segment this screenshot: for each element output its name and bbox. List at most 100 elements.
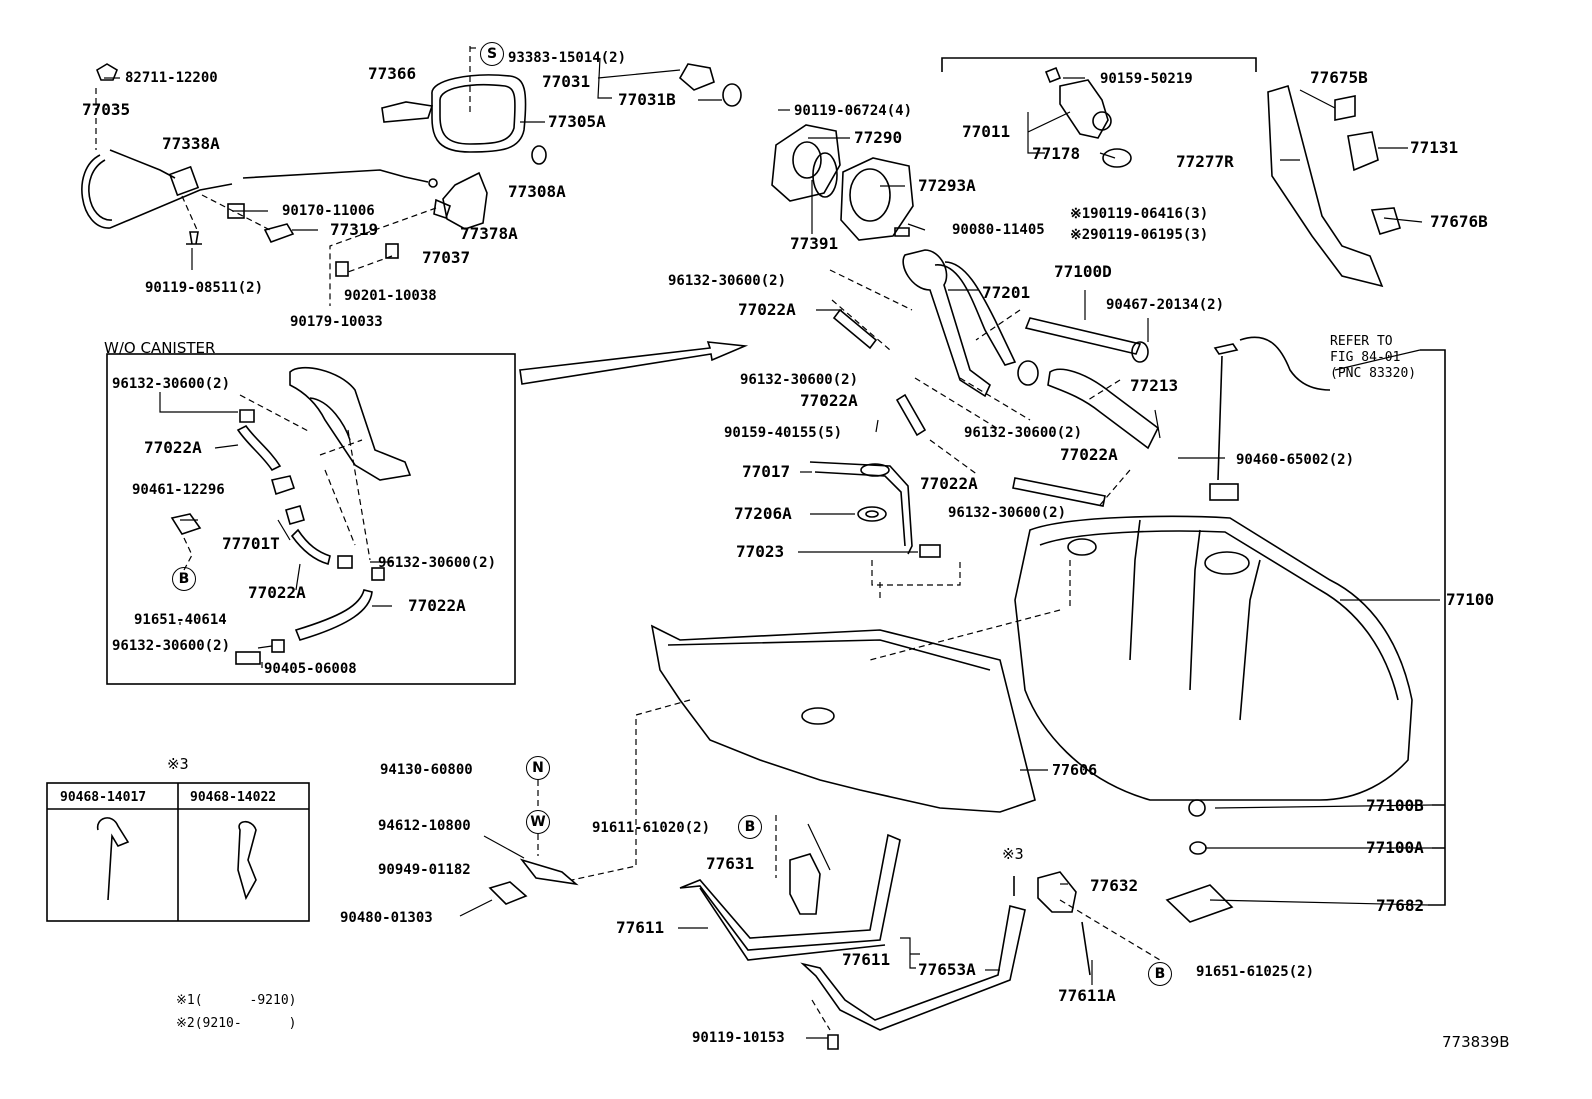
circle-s-icon: S <box>480 42 504 66</box>
label-77213: 77213 <box>1130 376 1179 395</box>
table-header-2: 90468-14022 <box>190 790 277 805</box>
figure-code: 773839B <box>1442 1033 1510 1051</box>
label-96132-30600-f: 96132-30600(2) <box>378 555 497 571</box>
footnote-1: ※1( -9210) <box>176 993 297 1008</box>
label-77022A-b: 77022A <box>800 391 858 410</box>
label-90949-01182: 90949-01182 <box>378 862 471 878</box>
label-77100B: 77100B <box>1366 796 1424 815</box>
dashed-guides <box>95 46 1161 1031</box>
table-clips <box>96 817 257 901</box>
label-77277R: 77277R <box>1176 152 1234 171</box>
label-93383-15014: 93383-15014(2) <box>508 50 627 66</box>
label-77031B: 77031B <box>618 90 676 109</box>
table-mark: ※3 <box>167 755 189 773</box>
label-77338A: 77338A <box>162 134 220 153</box>
label-mark-3: ※3 <box>1002 845 1024 863</box>
label-77206A: 77206A <box>734 504 792 523</box>
label-77023: 77023 <box>736 542 785 561</box>
sender-gauge <box>1209 336 1331 501</box>
filler-bracket <box>941 57 1257 72</box>
label-77037: 77037 <box>422 248 471 267</box>
label-77632: 77632 <box>1090 876 1139 895</box>
transfer-arrow <box>519 341 749 385</box>
label-77675B: 77675B <box>1310 68 1368 87</box>
label-96132-30600-b: 96132-30600(2) <box>740 372 859 388</box>
label-96132-30600-d: 96132-30600(2) <box>948 505 1067 521</box>
label-94130-60800: 94130-60800 <box>380 762 473 778</box>
label-77653A: 77653A <box>918 960 976 979</box>
label-77100A: 77100A <box>1366 838 1424 857</box>
label-91611-61020: 91611-61020(2) <box>592 820 711 836</box>
fuel-lid-parts <box>381 63 742 230</box>
refer-line-2: FIG 84-01 <box>1330 350 1401 365</box>
label-90119-10153: 90119-10153 <box>692 1030 785 1046</box>
label-90179-10033: 90179-10033 <box>290 314 383 330</box>
label-77201: 77201 <box>982 283 1031 302</box>
label-96132-30600-a: 96132-30600(2) <box>668 273 787 289</box>
refer-line-3: (PNC 83320) <box>1330 366 1417 381</box>
label-90159-50219: 90159-50219 <box>1100 71 1193 87</box>
straps <box>679 833 1091 1050</box>
pump-bracket <box>1267 84 1401 288</box>
label-77293A: 77293A <box>918 176 976 195</box>
label-77611-b: 77611 <box>842 950 891 969</box>
label-90170-11006: 90170-11006 <box>282 203 375 219</box>
label-90460-65002: 90460-65002(2) <box>1236 452 1355 468</box>
fuel-tank <box>1014 515 1413 801</box>
label-77022A-f: 77022A <box>248 583 306 602</box>
label-77308A: 77308A <box>508 182 566 201</box>
label-77611A: 77611A <box>1058 986 1116 1005</box>
label-90080-11405: 90080-11405 <box>952 222 1045 238</box>
circle-n-icon: N <box>526 756 550 780</box>
label-90119-06416: ※190119-06416(3) <box>1070 206 1209 222</box>
label-77319: 77319 <box>330 220 379 239</box>
label-90480-01303: 90480-01303 <box>340 910 433 926</box>
cable-assembly <box>81 63 438 229</box>
label-77391: 77391 <box>790 234 839 253</box>
label-90467-20134: 90467-20134(2) <box>1106 297 1225 313</box>
label-77022A-c: 77022A <box>1060 445 1118 464</box>
vent-hoses <box>832 308 1160 507</box>
label-90119-08511: 90119-08511(2) <box>145 280 264 296</box>
label-96132-30600-g: 96132-30600(2) <box>112 638 231 654</box>
wo-canister-parts <box>170 366 412 665</box>
tank-group-bracket <box>1420 349 1446 906</box>
refer-line-1: REFER TO <box>1330 334 1393 349</box>
label-77100: 77100 <box>1446 590 1495 609</box>
label-77606: 77606 <box>1052 761 1098 779</box>
label-96132-30600-c: 96132-30600(2) <box>964 425 1083 441</box>
label-77011: 77011 <box>962 122 1011 141</box>
filler-neck-parts <box>771 66 1132 241</box>
label-77031: 77031 <box>542 72 591 91</box>
label-90201-10038: 90201-10038 <box>344 288 437 304</box>
label-77131: 77131 <box>1410 138 1459 157</box>
label-90119-06724: 90119-06724(4) <box>794 103 913 119</box>
circle-b-icon-1: B <box>172 567 196 591</box>
fuel-lines <box>809 461 941 558</box>
label-77366: 77366 <box>368 64 417 83</box>
label-77611-a: 77611 <box>616 918 665 937</box>
label-77676B: 77676B <box>1430 212 1488 231</box>
tank-protector <box>650 624 1036 813</box>
label-77682: 77682 <box>1376 896 1425 915</box>
wo-canister-frame <box>106 353 516 685</box>
label-77378A: 77378A <box>460 224 518 243</box>
label-77022A-d: 77022A <box>920 474 978 493</box>
label-77022A-g: 77022A <box>408 596 466 615</box>
leader-lines <box>104 57 1440 1039</box>
label-77022A-a: 77022A <box>738 300 796 319</box>
footnote-2: ※2(9210- ) <box>176 1016 297 1031</box>
filler-pipe <box>902 249 1017 398</box>
label-77701T: 77701T <box>222 534 280 553</box>
circle-w-icon: W <box>526 810 550 834</box>
label-77305A: 77305A <box>548 112 606 131</box>
label-94612-10800: 94612-10800 <box>378 818 471 834</box>
label-77022A-e: 77022A <box>144 438 202 457</box>
label-90405-06008: 90405-06008 <box>264 661 357 677</box>
table-header-1: 90468-14017 <box>60 790 147 805</box>
label-96132-30600-e: 96132-30600(2) <box>112 376 231 392</box>
label-wo-canister: W/O CANISTER <box>104 339 216 357</box>
label-91651-40614: 91651-40614 <box>134 612 227 628</box>
circle-b-icon-3: B <box>1148 962 1172 986</box>
